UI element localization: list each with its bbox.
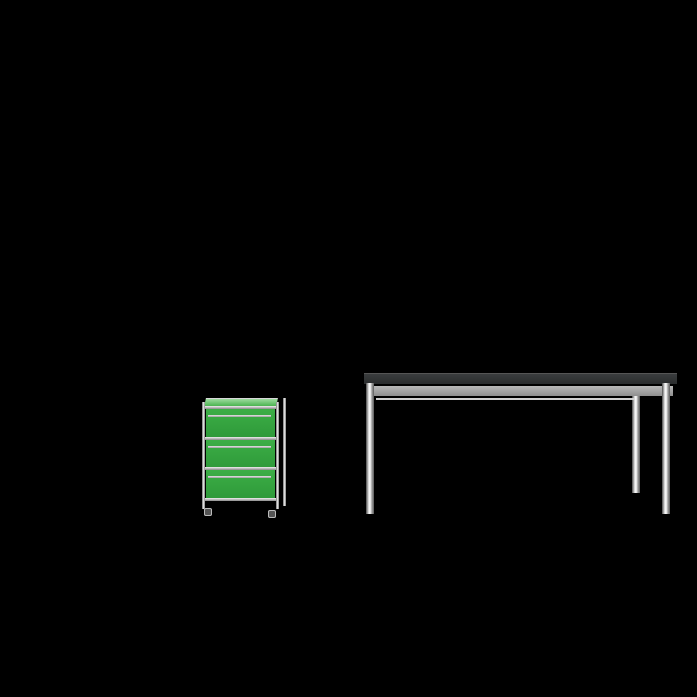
table-top bbox=[364, 373, 677, 384]
pedestal-frame-post bbox=[276, 402, 279, 509]
pedestal-drawer bbox=[206, 409, 275, 437]
table-apron-edge bbox=[376, 398, 634, 400]
pedestal-drawer bbox=[206, 440, 275, 468]
drawer-handle bbox=[208, 415, 271, 417]
pedestal-rail bbox=[204, 406, 278, 409]
pedestal-rail bbox=[204, 498, 278, 501]
pedestal-rail bbox=[204, 437, 278, 440]
pedestal-drawer bbox=[206, 470, 275, 498]
pedestal-rail bbox=[204, 467, 278, 470]
drawer-handle bbox=[208, 446, 271, 448]
table-leg-back bbox=[632, 396, 640, 493]
drawer-handle bbox=[208, 476, 271, 478]
caster-wheel bbox=[204, 508, 212, 516]
pedestal-frame-post bbox=[283, 398, 286, 506]
table-leg-front-right bbox=[662, 383, 670, 514]
caster-wheel bbox=[268, 510, 276, 518]
table-apron bbox=[373, 386, 673, 396]
pedestal-frame-post bbox=[202, 402, 205, 509]
table-leg-front-left bbox=[366, 383, 374, 514]
